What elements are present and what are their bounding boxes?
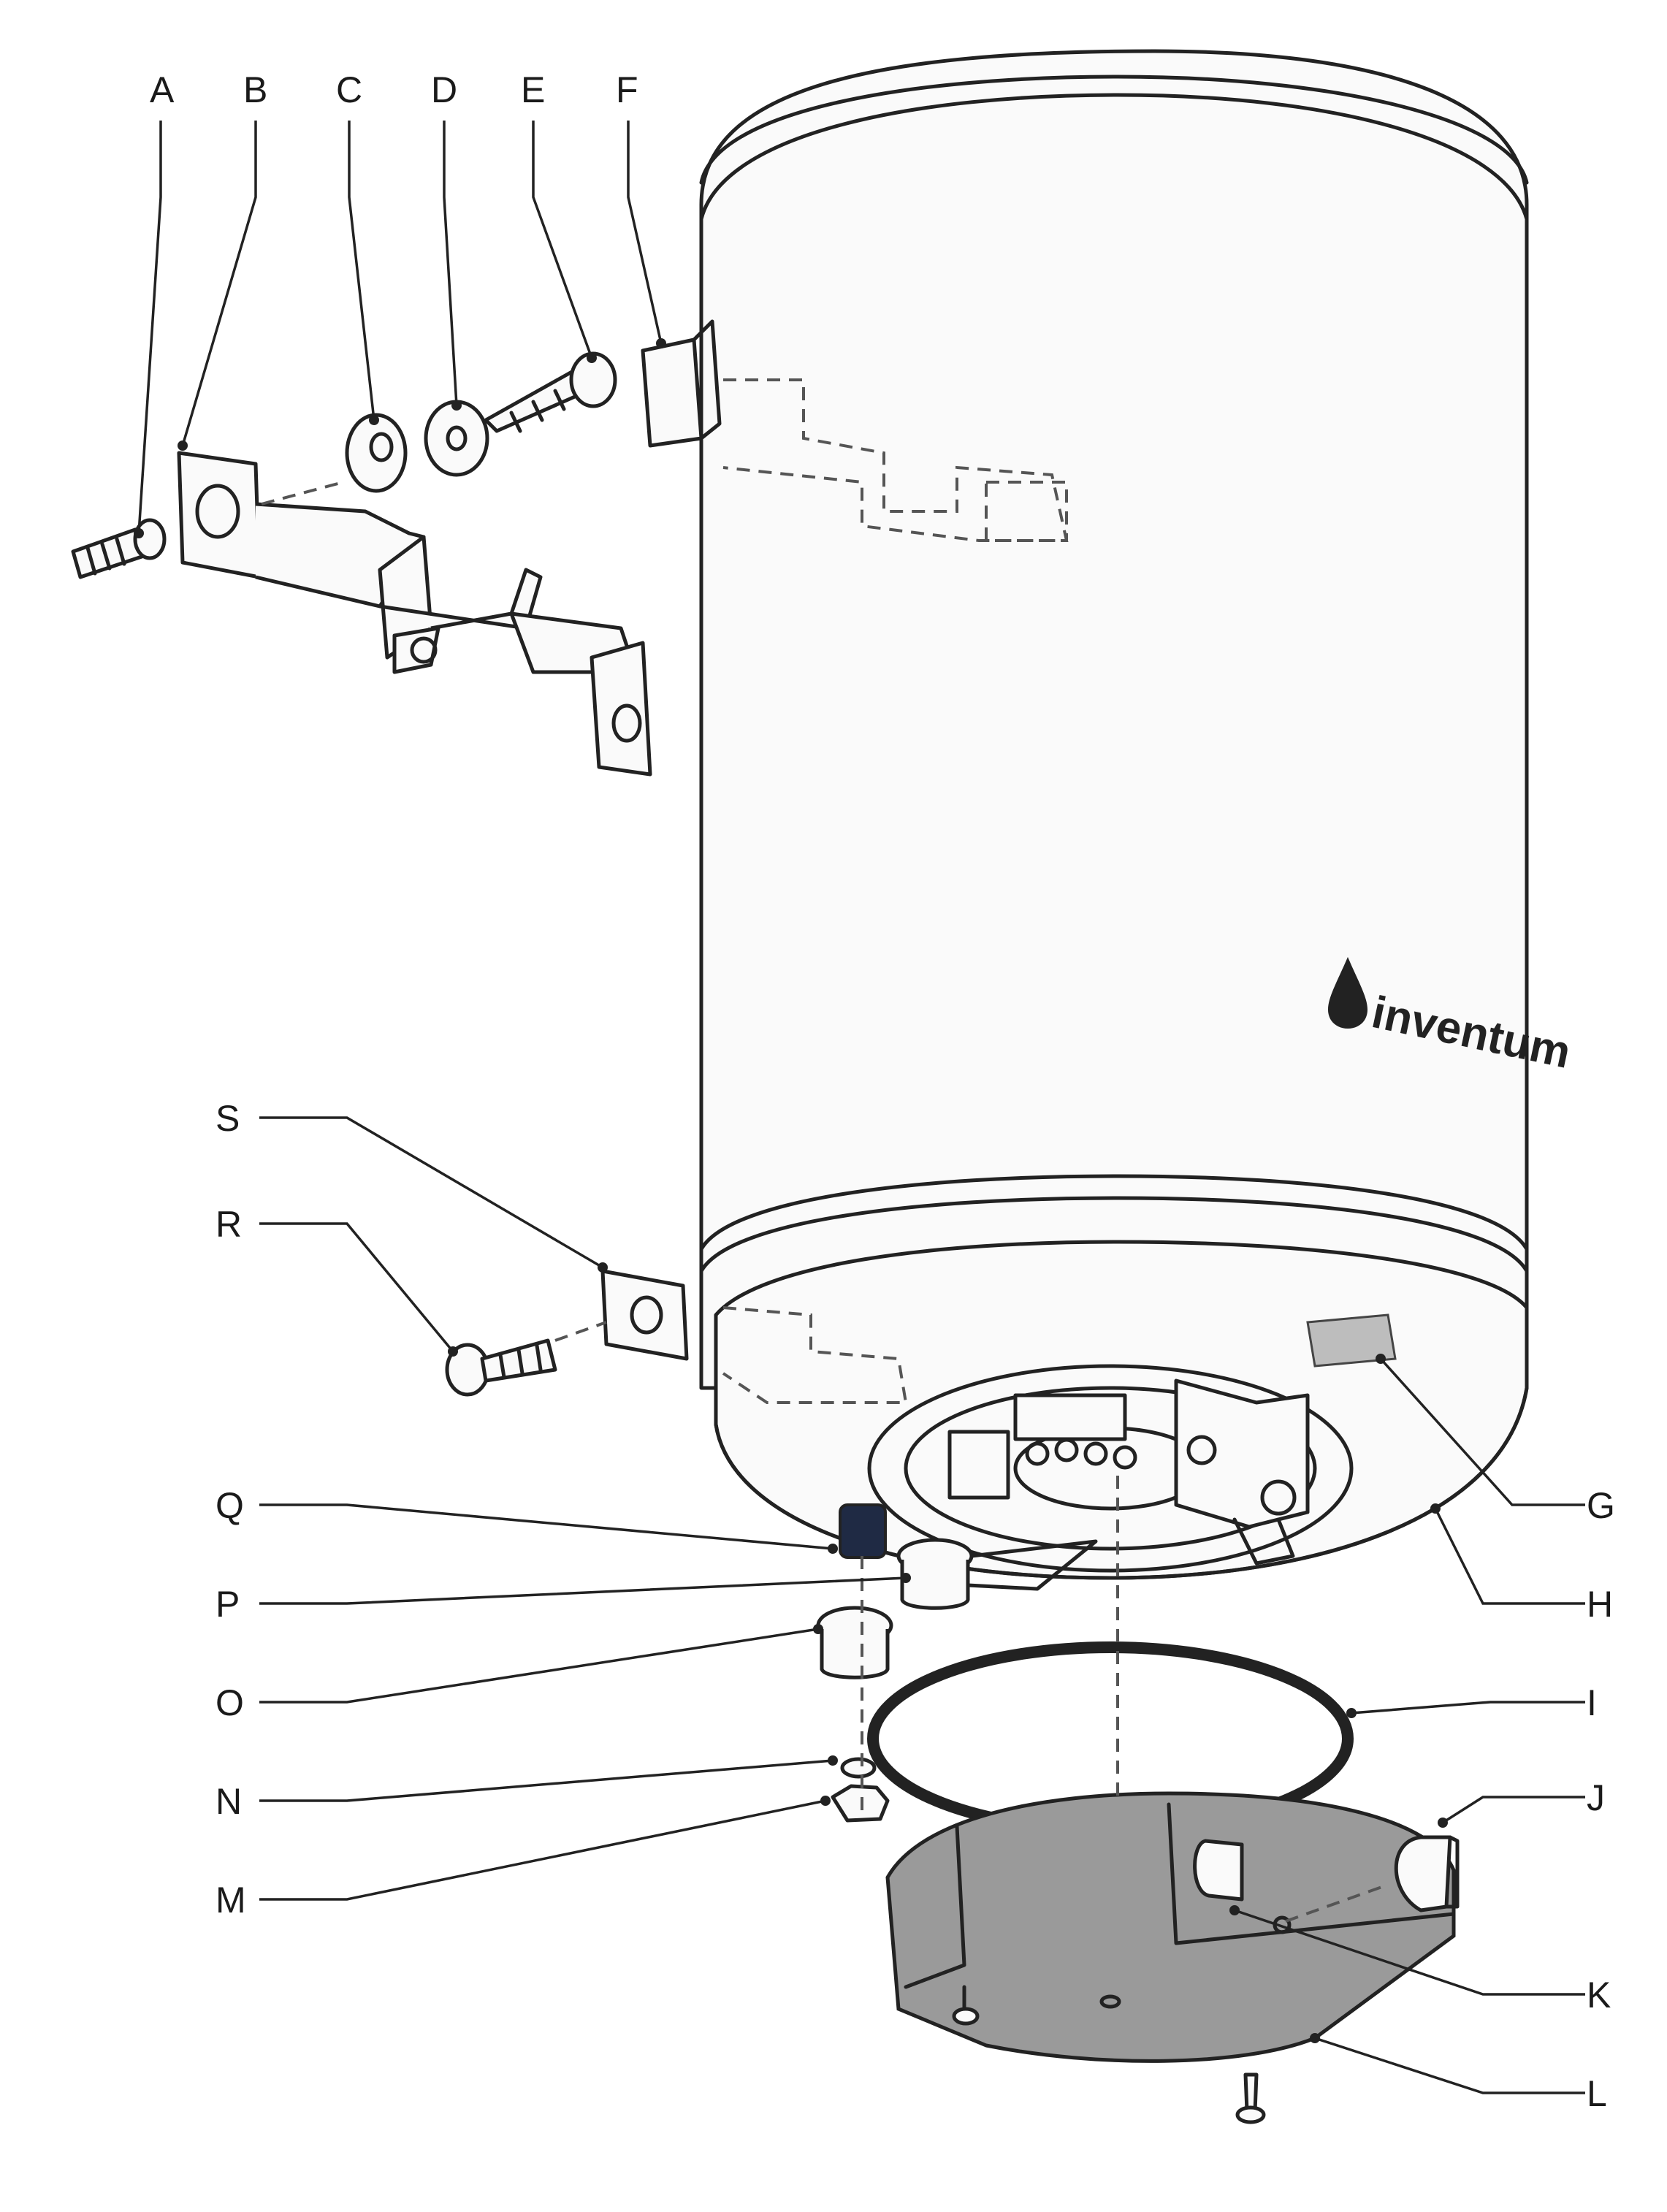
label-g: G (1587, 1485, 1615, 1526)
label-f: F (616, 69, 638, 110)
wall-bracket-top (177, 451, 652, 777)
label-e: E (521, 69, 545, 110)
bush-o (816, 1606, 893, 1679)
sensor-plug (839, 1503, 887, 1559)
hidden-bracket-lower (722, 1306, 908, 1404)
tank-body (699, 49, 1529, 1390)
label-k: K (1587, 1975, 1611, 2015)
label-d: D (431, 69, 457, 110)
screw-r (445, 1338, 557, 1397)
droplet-icon (1328, 957, 1367, 1029)
hidden-bracket-upper (722, 378, 1069, 542)
leader-lines (134, 121, 1585, 2094)
label-n: N (215, 1781, 242, 1822)
label-m: M (215, 1880, 246, 1921)
nut-m (831, 1784, 890, 1823)
label-i: I (1587, 1682, 1597, 1723)
assembly-lines (261, 481, 1389, 1923)
label-c: C (336, 69, 362, 110)
washer-c (345, 413, 408, 493)
bottom-cover (885, 1791, 1456, 2063)
label-q: Q (215, 1485, 244, 1526)
wall-plug (71, 518, 167, 579)
thermostat-box (1174, 1378, 1310, 1565)
label-a: A (150, 69, 175, 110)
label-b: B (243, 69, 267, 110)
washer-n (840, 1757, 877, 1779)
sleeve-p (896, 1538, 1098, 1610)
label-p: P (215, 1584, 240, 1625)
control-knob (1394, 1835, 1460, 1912)
label-h: H (1587, 1584, 1613, 1625)
screw-e (484, 351, 617, 433)
label-j: J (1587, 1777, 1605, 1818)
hanging-bracket-s (600, 1269, 689, 1361)
cover-screw-left (952, 1985, 980, 2026)
label-o: O (215, 1682, 244, 1723)
part-labels: A B C D E F G H I J K L M N O P Q R S (150, 69, 1615, 2114)
label-r: R (215, 1204, 242, 1245)
tank-bracket-top (641, 319, 722, 448)
washer-d (424, 400, 489, 477)
label-l: L (1587, 2073, 1607, 2114)
cover-screw-right (1235, 2072, 1266, 2124)
rating-plate (1306, 1313, 1397, 1368)
label-s: S (215, 1098, 240, 1139)
